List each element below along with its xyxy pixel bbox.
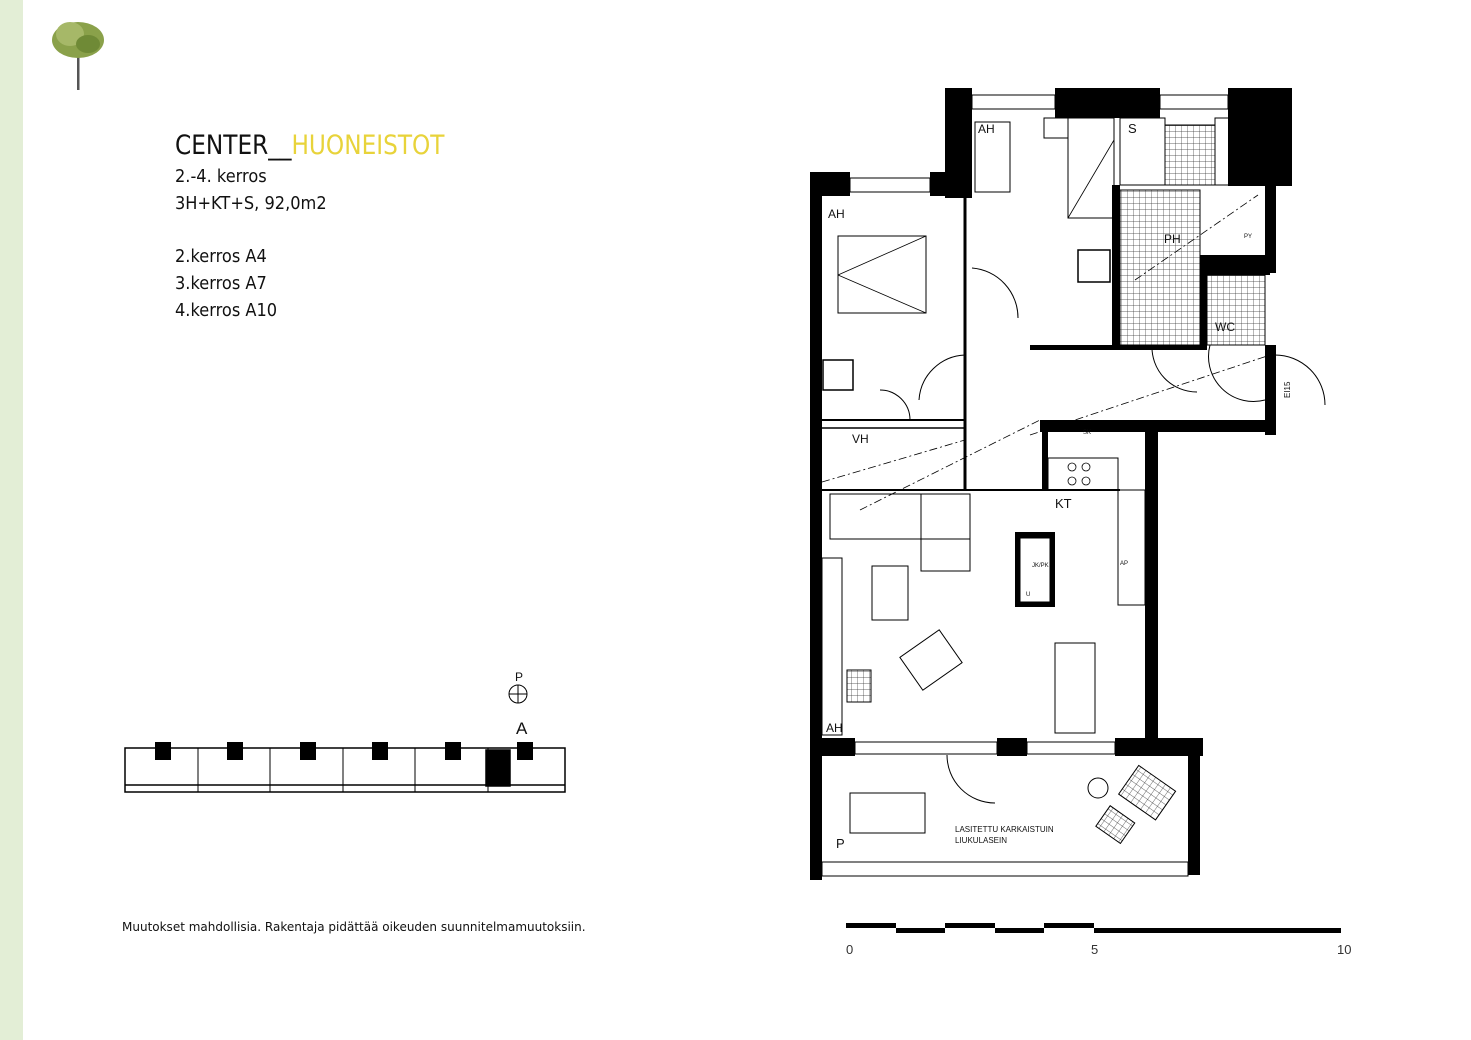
balcony-note-2: LIUKULASEIN bbox=[955, 836, 1007, 845]
title-accent: HUONEISTOT bbox=[291, 130, 445, 161]
walls bbox=[810, 88, 1292, 880]
room-label-bedroom1: AH bbox=[828, 207, 845, 221]
scale-label-10: 10 bbox=[1337, 942, 1352, 957]
compass-label: P bbox=[515, 670, 523, 684]
room-label-balcony: P bbox=[836, 836, 845, 851]
type-area-text: 3H+KT+S, 92,0m2 bbox=[175, 193, 327, 214]
room-label-walk-in: VH bbox=[852, 432, 869, 446]
label-py: PY bbox=[1244, 234, 1252, 240]
apartment-floor-2: 2.kerros A4 bbox=[175, 246, 267, 267]
scale-label-0: 0 bbox=[846, 942, 854, 957]
floors-text: 2.-4. kerros bbox=[175, 166, 267, 187]
logo-tree-icon bbox=[52, 22, 104, 90]
floor-plan: AH AH S PH WC VH KT AH P LASITETTU KARKA… bbox=[810, 88, 1326, 880]
key-plan: P A bbox=[124, 670, 566, 793]
room-label-kitchen: KT bbox=[1055, 496, 1072, 511]
balcony-note-1: LASITETTU KARKAISTUIN bbox=[955, 825, 1054, 834]
label-u: U bbox=[1026, 592, 1030, 598]
room-label-bathroom: PH bbox=[1164, 232, 1181, 246]
apartment-floor-4: 4.kerros A10 bbox=[175, 300, 278, 321]
scale-bar bbox=[846, 923, 1341, 933]
room-label-storage: S bbox=[1128, 121, 1137, 136]
side-stripe bbox=[0, 0, 23, 1040]
section-label: A bbox=[516, 719, 528, 738]
label-sk: SK bbox=[1083, 430, 1091, 436]
scale-label-5: 5 bbox=[1091, 942, 1099, 957]
room-label-bedroom2: AH bbox=[978, 122, 995, 136]
title-main: CENTER__ bbox=[175, 130, 292, 161]
apartment-floor-3: 3.kerros A7 bbox=[175, 273, 267, 294]
label-ap: AP bbox=[1120, 561, 1128, 567]
fire-class-label: EI15 bbox=[1283, 381, 1292, 398]
disclaimer: Muutokset mahdollisia. Rakentaja pidättä… bbox=[122, 920, 586, 934]
room-label-wc: WC bbox=[1215, 320, 1235, 334]
page-title: CENTER__HUONEISTOT bbox=[175, 130, 444, 161]
label-living-ah: AH bbox=[826, 721, 843, 735]
label-jkpk: JK/PK bbox=[1032, 563, 1049, 569]
